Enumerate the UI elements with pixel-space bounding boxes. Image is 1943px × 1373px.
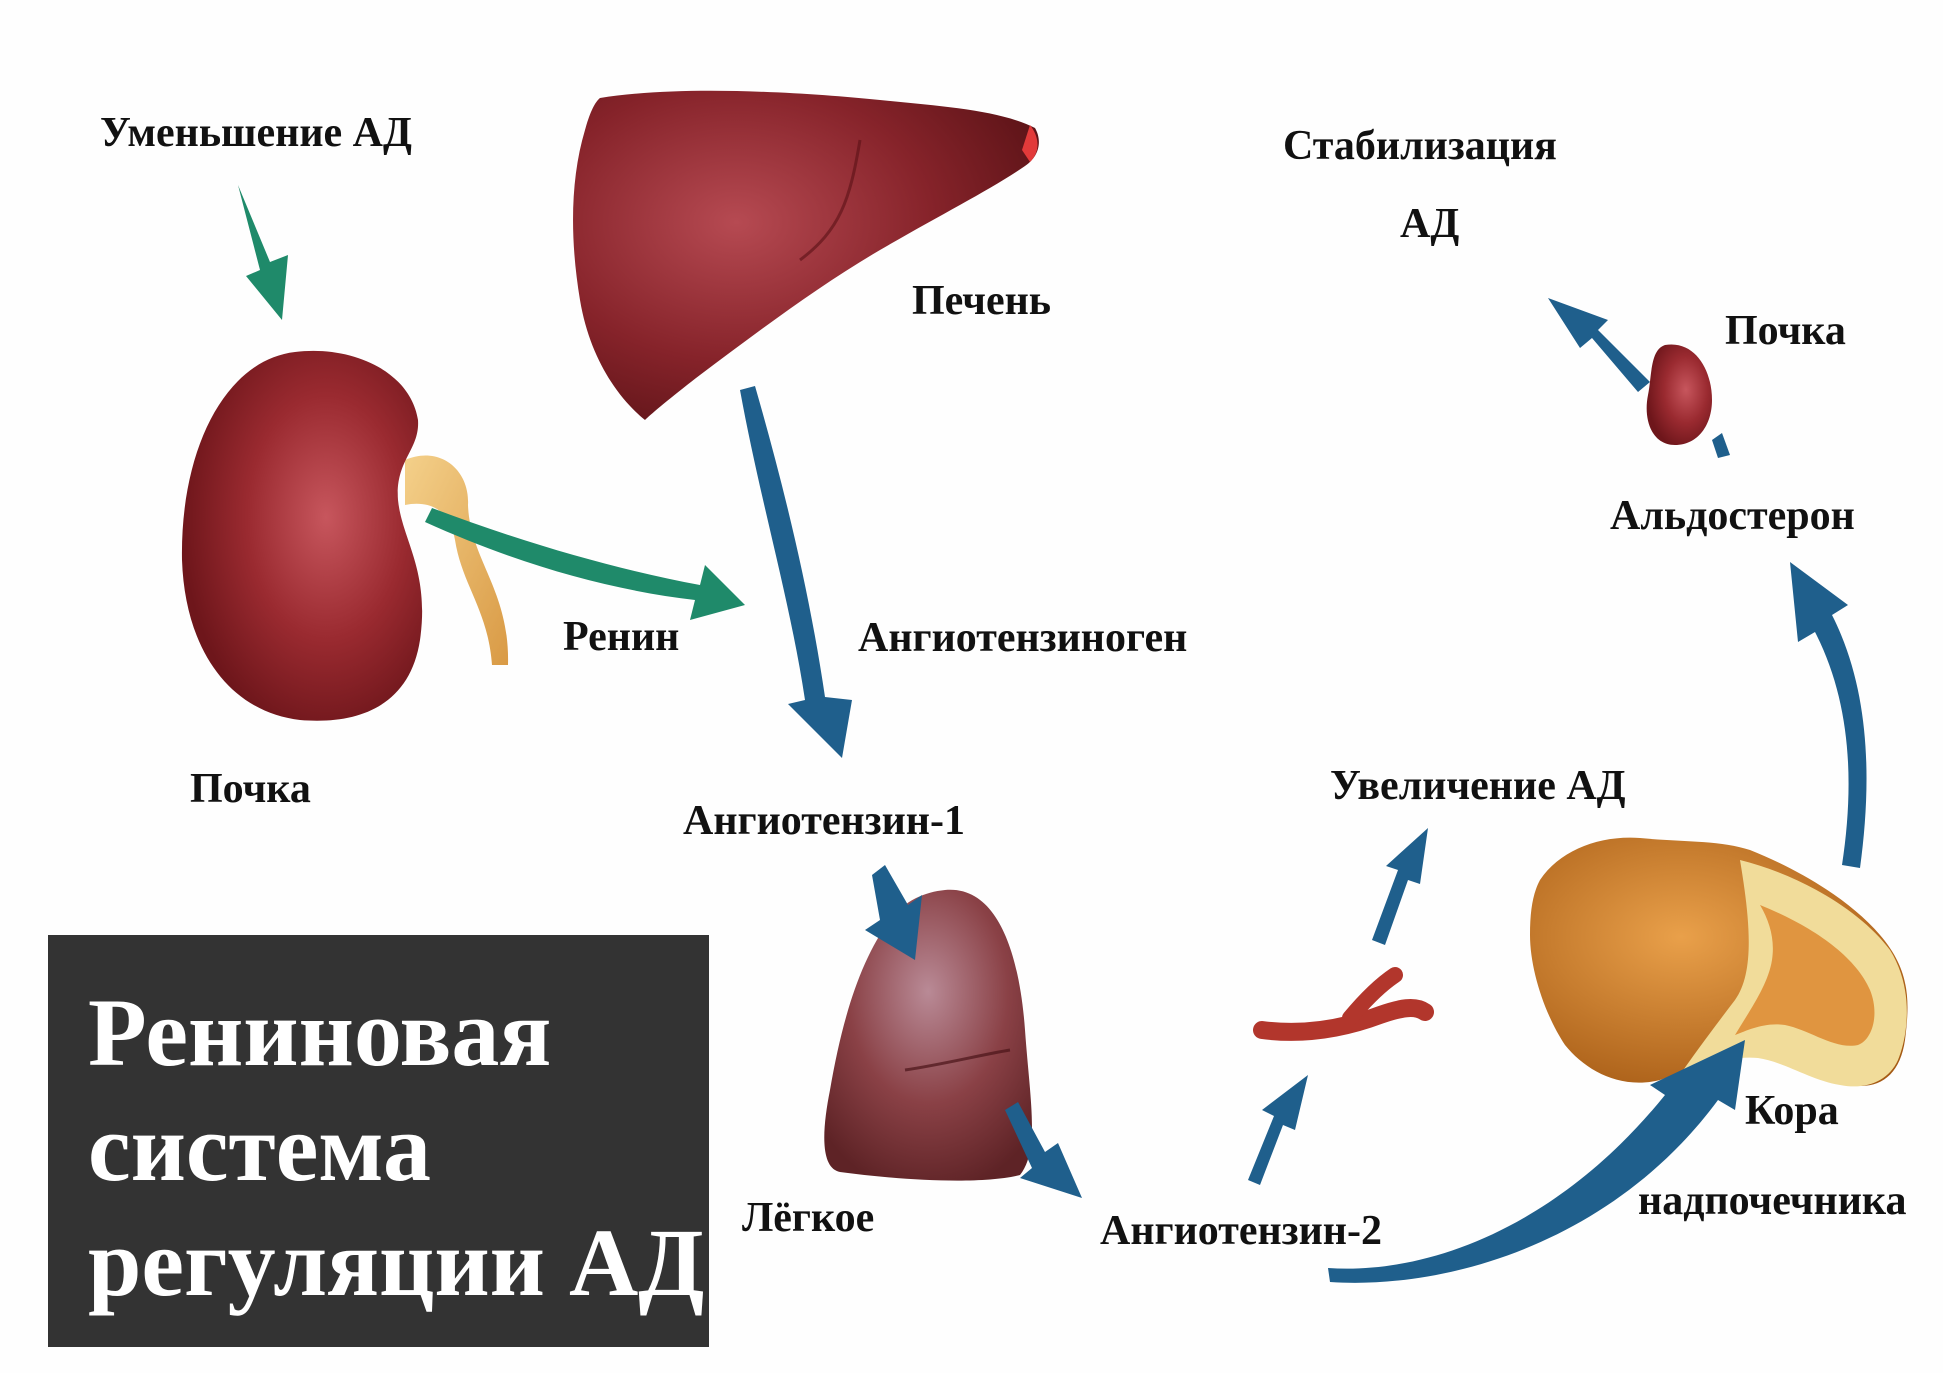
adrenal-medulla-section bbox=[1735, 905, 1875, 1046]
arrow-adrenal-to-aldosterone bbox=[1790, 562, 1867, 868]
arrow-angiotensin2-to-vessel bbox=[1248, 1075, 1308, 1185]
arrow-kidney-to-renin bbox=[425, 508, 745, 620]
lung-illustration bbox=[824, 889, 1032, 1181]
label-renin: Ренин bbox=[563, 614, 680, 660]
title-text: Рениновая система регуляции АД bbox=[88, 975, 704, 1321]
vessel-branch bbox=[1342, 967, 1403, 1026]
label-kidney-right: Почка bbox=[1725, 308, 1846, 354]
arrow-kidney-to-stabilization bbox=[1548, 298, 1650, 392]
label-stabilization-line1: Стабилизация bbox=[1283, 123, 1557, 169]
lung-fissure-line bbox=[904, 1048, 1011, 1072]
vessel-main bbox=[1253, 999, 1434, 1041]
arrow-angiotensin2-to-adrenal bbox=[1328, 1040, 1745, 1283]
title-line-2: система bbox=[88, 1094, 432, 1202]
adrenal-gland-illustration bbox=[1530, 837, 1908, 1087]
label-increase-bp: Увеличение АД bbox=[1330, 763, 1626, 809]
title-line-3: регуляции АД bbox=[88, 1209, 705, 1317]
kidney-left-illustration bbox=[181, 350, 509, 721]
label-stabilization-line2: АД bbox=[1400, 201, 1460, 247]
label-lung: Лёгкое bbox=[742, 1195, 875, 1241]
liver-tip-highlight bbox=[1022, 125, 1038, 162]
title-line-1: Рениновая bbox=[88, 979, 552, 1086]
label-decrease-bp: Уменьшение АД bbox=[100, 110, 412, 156]
arrow-aldosterone-to-kidney bbox=[1712, 433, 1730, 458]
arrow-decrease-to-kidney bbox=[238, 185, 288, 320]
kidney-left-shape bbox=[181, 350, 423, 721]
arrow-angiotensin1-to-lung bbox=[865, 865, 922, 960]
label-aldosterone: Альдостерон bbox=[1610, 493, 1855, 539]
label-kidney-left: Почка bbox=[190, 766, 311, 812]
label-angiotensin2: Ангиотензин-2 bbox=[1100, 1208, 1382, 1254]
kidney-right-illustration bbox=[1646, 344, 1712, 445]
liver-lobe-line bbox=[799, 139, 862, 262]
blood-vessel-illustration bbox=[1253, 967, 1434, 1041]
arrow-liver-to-angiotensin1 bbox=[740, 386, 852, 758]
label-adrenal-cortex-line1: Кора bbox=[1745, 1088, 1839, 1134]
arrow-lung-to-angiotensin2 bbox=[1005, 1102, 1082, 1198]
label-adrenal-cortex-line2: надпочечника bbox=[1638, 1178, 1907, 1224]
title-box: Рениновая система регуляции АД bbox=[48, 935, 709, 1347]
arrow-vessel-to-increase bbox=[1372, 828, 1428, 945]
label-angiotensinogen: Ангиотензиноген bbox=[858, 615, 1188, 661]
ureter-shape bbox=[405, 455, 509, 665]
label-liver: Печень bbox=[912, 278, 1052, 324]
label-angiotensin1: Ангиотензин-1 bbox=[683, 798, 965, 844]
